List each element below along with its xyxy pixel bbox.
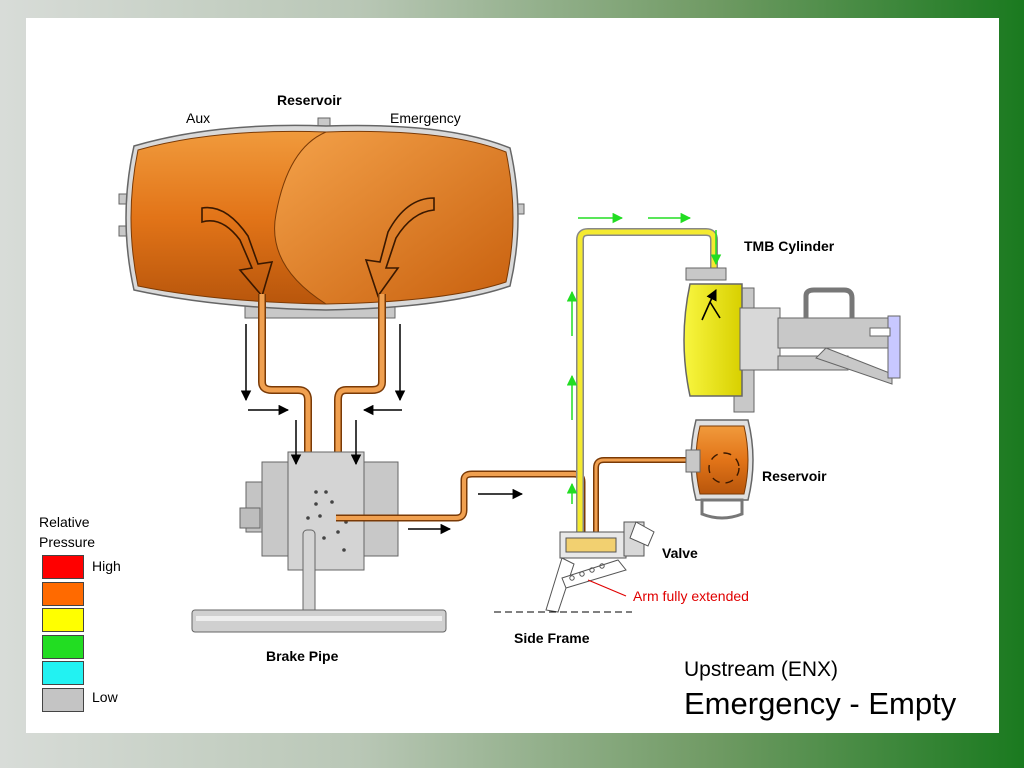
reservoir-pipes bbox=[258, 294, 386, 478]
aux-label: Aux bbox=[186, 110, 211, 126]
legend-high-label: High bbox=[92, 558, 121, 574]
valve-label: Valve bbox=[662, 545, 698, 561]
legend-low-label: Low bbox=[92, 689, 118, 705]
aux-flow-arrow bbox=[201, 206, 274, 298]
slide-title-line2: Emergency - Empty bbox=[684, 686, 957, 721]
legend-title-line2: Pressure bbox=[39, 534, 96, 550]
aux-reservoir-chamber bbox=[130, 130, 327, 305]
brake-pipe bbox=[191, 529, 447, 633]
legend-title: Relative Pressure bbox=[39, 512, 95, 552]
arm-fully-extended-label: Arm fully extended bbox=[633, 588, 749, 604]
reservoir-right-label: Reservoir bbox=[762, 468, 827, 484]
empty-load-valve bbox=[545, 521, 655, 613]
legend-swatch-orange bbox=[42, 581, 84, 606]
diagram-canvas: Reservoir Aux Emergency TMB Cylinder Res… bbox=[26, 18, 999, 733]
right-reservoir bbox=[685, 419, 754, 520]
sensing-arm bbox=[545, 557, 575, 613]
legend-title-line1: Relative bbox=[39, 514, 90, 530]
tmb-cylinder bbox=[683, 267, 901, 413]
arm-annotation-leader bbox=[587, 579, 627, 597]
side-frame-label: Side Frame bbox=[514, 630, 590, 646]
valve-to-reservoir-pipe bbox=[593, 457, 688, 542]
tmb-cylinder-label: TMB Cylinder bbox=[744, 238, 835, 254]
brake-diagram bbox=[118, 117, 901, 633]
reservoir-top-label: Reservoir bbox=[277, 92, 342, 108]
tmb-cylinder-body bbox=[683, 283, 743, 397]
green-flow-arrows bbox=[566, 212, 722, 504]
legend-swatch-cyan bbox=[42, 661, 84, 685]
brake-pipe-label: Brake Pipe bbox=[266, 648, 339, 664]
emergency-flow-arrow bbox=[364, 197, 435, 298]
legend-swatch-green bbox=[42, 634, 84, 659]
combined-reservoir bbox=[118, 117, 525, 319]
emergency-reservoir-chamber bbox=[274, 130, 514, 305]
black-flow-arrows bbox=[240, 324, 524, 535]
legend-swatch-yellow bbox=[42, 608, 84, 632]
emergency-label: Emergency bbox=[390, 110, 461, 126]
legend-swatch-gray bbox=[42, 687, 84, 712]
slide-title-line1: Upstream (ENX) bbox=[684, 658, 839, 681]
cylinder-supply-pipe bbox=[576, 228, 718, 542]
legend-swatch-red bbox=[42, 555, 84, 579]
reservoir-flow-circle bbox=[708, 452, 740, 484]
control-valve-body bbox=[239, 451, 399, 571]
